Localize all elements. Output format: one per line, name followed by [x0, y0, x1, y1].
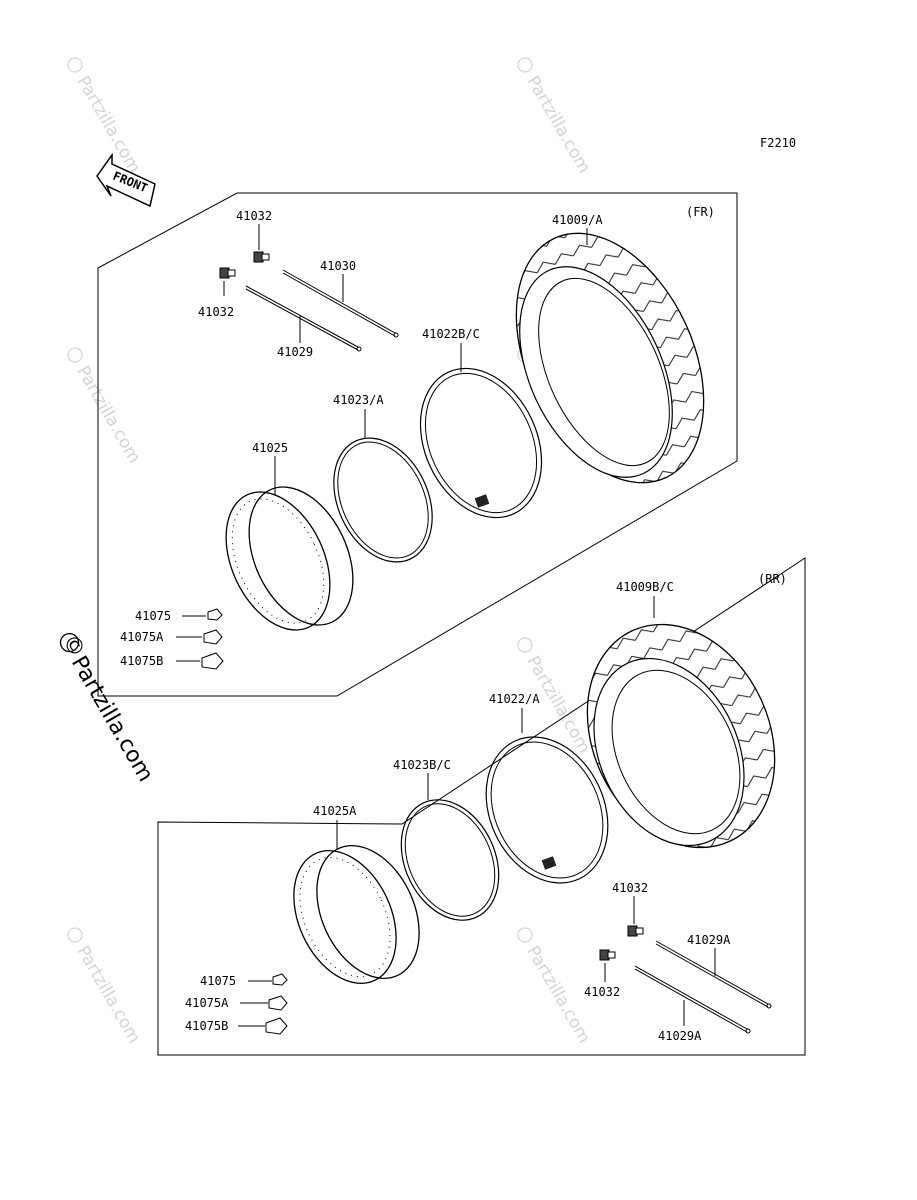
rear-section-title: (RR): [758, 572, 787, 586]
label-rear-rim-band: 41023B/C: [393, 758, 451, 772]
label-front-valve-upper: 41032: [236, 209, 272, 223]
label-rear-weight-3: 41075B: [185, 1019, 228, 1033]
svg-text:Partzilla.com: Partzilla.com: [72, 363, 144, 467]
front-section-title: (FR): [686, 205, 715, 219]
rear-spoke-upper[interactable]: [655, 940, 772, 1009]
rear-rim-band[interactable]: [383, 784, 518, 936]
svg-text:Partzilla.com: Partzilla.com: [72, 943, 144, 1047]
rear-weight-3[interactable]: [265, 1017, 288, 1035]
label-front-tire: 41009/A: [552, 213, 603, 227]
label-rear-rim: 41025A: [313, 804, 357, 818]
front-rim-band[interactable]: [315, 422, 452, 578]
label-rear-tube: 41022/A: [489, 692, 540, 706]
copyright-watermark: © Partzilla.com: [57, 630, 158, 786]
front-tube[interactable]: [397, 349, 564, 538]
front-spoke-upper[interactable]: [282, 269, 399, 338]
label-front-spoke-lower: 41029: [277, 345, 313, 359]
label-rear-weight-2: 41075A: [185, 996, 229, 1010]
front-weight-2[interactable]: [203, 629, 223, 645]
rear-section: (RR): [157, 557, 810, 1056]
rear-valve-lower[interactable]: [599, 949, 616, 961]
rear-tube-valve-icon: [541, 856, 557, 870]
label-rear-valve-upper: 41032: [612, 881, 648, 895]
front-tube-valve-icon: [474, 494, 490, 508]
diagram-code: F2210: [760, 136, 796, 150]
label-front-weight-1: 41075: [135, 609, 171, 623]
rear-weight-2[interactable]: [268, 995, 288, 1011]
front-weight-1[interactable]: [207, 608, 223, 621]
label-rear-spoke-upper: 41029A: [687, 933, 731, 947]
label-front-valve-lower: 41032: [198, 305, 234, 319]
watermarks: Partzilla.com Partzilla.com Partzilla.co…: [67, 57, 594, 1047]
label-front-tube: 41022B/C: [422, 327, 480, 341]
front-valve-upper[interactable]: [253, 251, 270, 263]
svg-text:Partzilla.com: Partzilla.com: [66, 652, 158, 786]
label-front-weight-2: 41075A: [120, 630, 164, 644]
label-front-rim-band: 41023/A: [333, 393, 384, 407]
rear-weight-1[interactable]: [272, 973, 288, 986]
label-front-spoke-upper: 41030: [320, 259, 356, 273]
front-tire[interactable]: [479, 203, 741, 512]
rear-tube[interactable]: [463, 717, 631, 903]
label-rear-spoke-lower: 41029A: [658, 1029, 702, 1043]
front-spoke-lower[interactable]: [245, 285, 362, 352]
label-front-rim: 41025: [252, 441, 288, 455]
label-front-weight-3: 41075B: [120, 654, 163, 668]
label-rear-weight-1: 41075: [200, 974, 236, 988]
rear-spoke-lower[interactable]: [634, 965, 751, 1034]
svg-text:Partzilla.com: Partzilla.com: [522, 73, 594, 177]
label-rear-tire: 41009B/C: [616, 580, 674, 594]
front-weight-3[interactable]: [201, 652, 224, 670]
rear-valve-upper[interactable]: [627, 925, 644, 937]
front-section: (FR): [97, 192, 741, 697]
front-rim[interactable]: [205, 470, 373, 646]
rear-rim[interactable]: [274, 829, 440, 1000]
rear-tire[interactable]: [552, 594, 810, 879]
front-valve-lower[interactable]: [219, 267, 236, 279]
label-rear-valve-lower: 41032: [584, 985, 620, 999]
